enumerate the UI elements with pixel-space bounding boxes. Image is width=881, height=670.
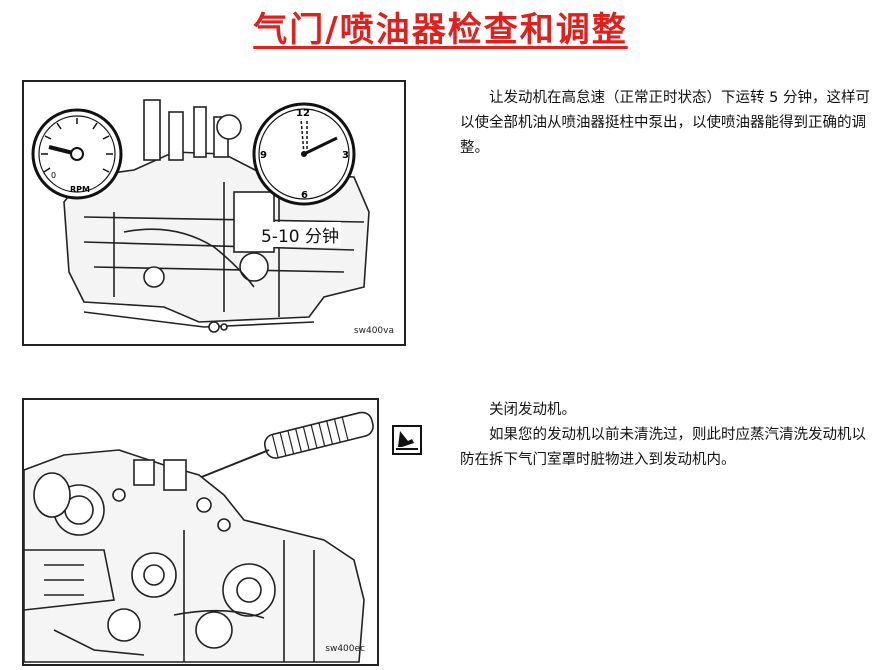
- time-duration-label: 5-10 分钟: [259, 222, 341, 247]
- clock-number-6: 6: [301, 190, 308, 201]
- step-idle-text: 让发动机在高怠速（正常正时状态）下运转 5 分钟，这样可以使全部机油从喷油器挺柱…: [460, 90, 870, 156]
- figure-engine-gauges: RPM 0 12 3 6 9 5-10 分钟 sw400va: [22, 80, 406, 346]
- clock-number-9: 9: [260, 150, 267, 161]
- rpm-label: RPM: [70, 185, 90, 194]
- figure-code: sw400va: [353, 326, 394, 336]
- clock-number-12: 12: [296, 108, 310, 119]
- gauge-zero-label: 0: [51, 171, 56, 180]
- clock-dial: [252, 102, 356, 206]
- tachometer-gauge: [31, 108, 123, 200]
- step-steam-clean-text: 如果您的发动机以前未清洗过，则此时应蒸汽清洗发动机以防在拆下气门室罩时脏物进入到…: [460, 427, 866, 468]
- figure-steam-cleaning: sw400ec: [22, 398, 379, 666]
- page-title: 气门/喷油器检查和调整: [253, 10, 628, 50]
- step-idle-instruction: 让发动机在高怠速（正常正时状态）下运转 5 分钟，这样可以使全部机油从喷油器挺柱…: [460, 86, 872, 161]
- clock-number-3: 3: [342, 150, 349, 161]
- engine-gauges-drawing: RPM 0 12 3 6 9: [31, 99, 370, 333]
- steam-cleaning-drawing: [24, 411, 374, 663]
- caution-hand-icon: [392, 425, 422, 455]
- step-shutdown-text: 关闭发动机。: [489, 402, 576, 418]
- figure-code: sw400ec: [325, 644, 365, 654]
- step-clean-instruction: 关闭发动机。 如果您的发动机以前未清洗过，则此时应蒸汽清洗发动机以防在拆下气门室…: [460, 398, 872, 473]
